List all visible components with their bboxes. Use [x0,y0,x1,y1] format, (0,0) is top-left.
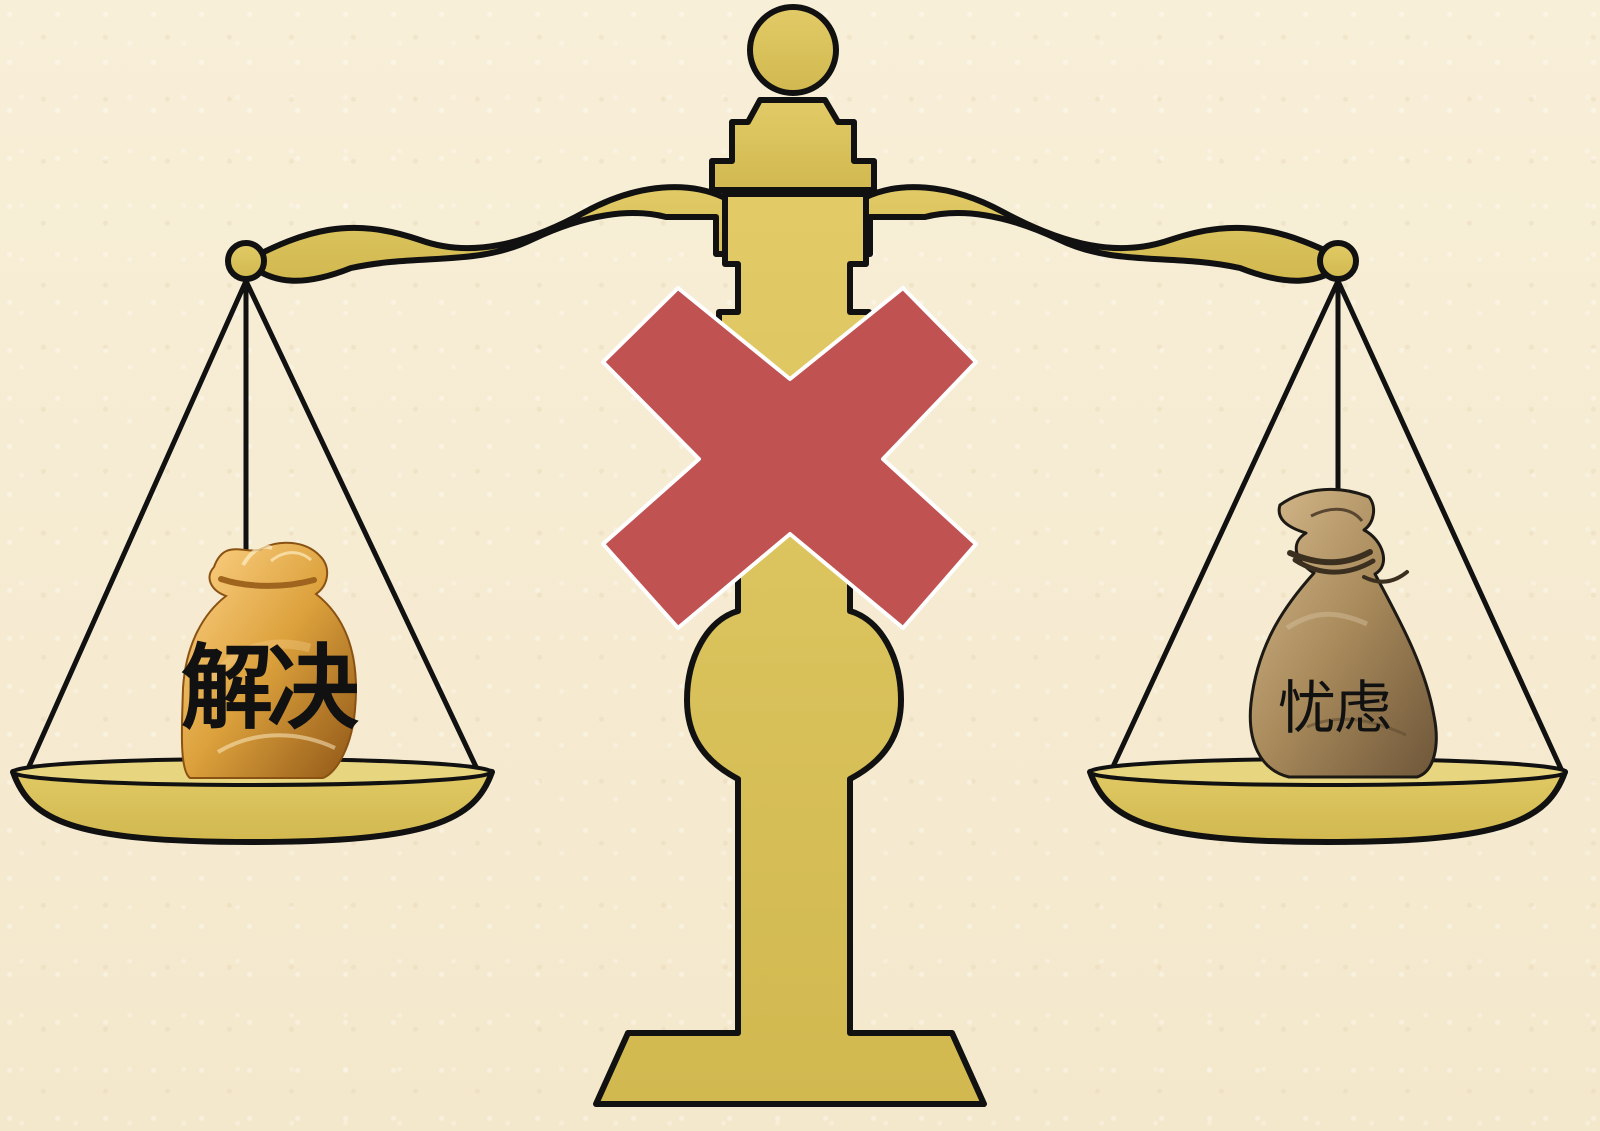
x-mark-icon [601,286,978,630]
right-bag-label: 忧虑 [1278,674,1392,742]
scale-top-knob [709,4,877,193]
sack-icon [1248,487,1438,779]
gold-pouch-icon [180,541,357,779]
scale-column [593,191,987,1107]
left-bag-label: 解决 [181,634,359,742]
